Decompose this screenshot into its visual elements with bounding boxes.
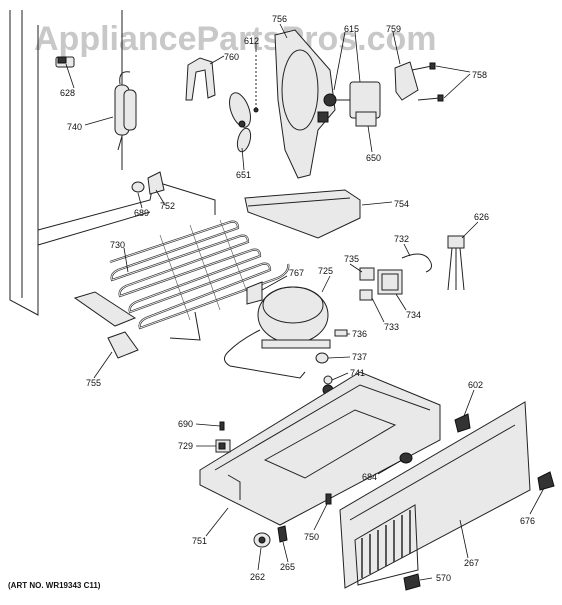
part-690-screw[interactable]	[219, 421, 225, 431]
part-755-pan[interactable]	[73, 291, 139, 359]
callout-570: 570	[436, 573, 451, 583]
art-number: (ART NO. WR19343 C11)	[8, 581, 101, 590]
callout-741: 741	[350, 368, 365, 378]
callout-615: 615	[344, 24, 359, 34]
part-676-screw[interactable]	[537, 471, 555, 491]
part-689-grommet[interactable]	[131, 181, 145, 193]
callout-690: 690	[178, 419, 193, 429]
part-750-screw[interactable]	[325, 493, 332, 505]
part-759-bracket[interactable]	[394, 61, 419, 101]
part-751-base[interactable]	[199, 371, 441, 526]
part-732-wire[interactable]	[401, 253, 432, 273]
part-740-drier[interactable]	[114, 71, 137, 151]
watermark-text: AppliancePartsPros.com	[34, 20, 436, 58]
callout-262: 262	[250, 572, 265, 582]
callout-676: 676	[520, 516, 535, 526]
part-737-grommet[interactable]	[315, 352, 329, 364]
part-725-compressor[interactable]	[224, 286, 331, 379]
part-733-cover[interactable]	[359, 289, 373, 301]
part-628-clip[interactable]	[55, 56, 75, 68]
part-736-clip[interactable]	[334, 329, 348, 337]
part-752-bracket[interactable]	[147, 171, 165, 195]
part-267-access-cover[interactable]	[339, 401, 531, 589]
part-650-fan-motor[interactable]	[323, 81, 381, 127]
part-735-overload[interactable]	[359, 267, 375, 281]
part-262-roller[interactable]	[253, 532, 271, 548]
leader-lines	[65, 23, 545, 581]
callout-612: 612	[244, 36, 259, 46]
callout-265: 265	[280, 562, 295, 572]
part-570-screw[interactable]	[403, 573, 421, 591]
callout-730: 730	[110, 240, 125, 250]
callout-650: 650	[366, 153, 381, 163]
callout-732: 732	[394, 234, 409, 244]
part-760-bracket[interactable]	[185, 57, 216, 101]
callout-750: 750	[304, 532, 319, 542]
callout-626: 626	[474, 212, 489, 222]
callout-684: 684	[362, 472, 377, 482]
callout-736: 736	[352, 329, 367, 339]
part-626-harness[interactable]	[447, 235, 465, 291]
callout-752: 752	[160, 201, 175, 211]
callout-754: 754	[394, 199, 409, 209]
callout-651: 651	[236, 170, 251, 180]
callout-756: 756	[272, 14, 287, 24]
part-730-condenser[interactable]	[109, 219, 290, 341]
callout-767: 767	[289, 268, 304, 278]
part-754-channel[interactable]	[244, 189, 361, 239]
callout-759: 759	[386, 24, 401, 34]
callout-628: 628	[60, 88, 75, 98]
callout-735: 735	[344, 254, 359, 264]
part-756-shroud[interactable]	[274, 29, 336, 179]
part-684-grommet[interactable]	[399, 452, 413, 464]
callout-755: 755	[86, 378, 101, 388]
callout-602: 602	[468, 380, 483, 390]
callout-734: 734	[406, 310, 421, 320]
callout-729: 729	[178, 441, 193, 451]
part-602-screw[interactable]	[454, 413, 471, 433]
callout-725: 725	[318, 266, 333, 276]
callout-267: 267	[464, 558, 479, 568]
callout-689: 689	[134, 208, 149, 218]
callout-760: 760	[224, 52, 239, 62]
part-758-screws[interactable]	[411, 62, 444, 102]
callout-758: 758	[472, 70, 487, 80]
part-612-screw[interactable]	[253, 55, 259, 113]
callout-labels: 628 740 760 651 612 756 615 759 758 650 …	[60, 14, 535, 583]
callout-737: 737	[352, 352, 367, 362]
callout-751: 751	[192, 536, 207, 546]
part-651-fan-blade[interactable]	[225, 90, 254, 153]
part-767-bracket[interactable]	[246, 281, 263, 305]
part-729-clip[interactable]	[215, 439, 231, 453]
part-734-relay[interactable]	[377, 269, 403, 295]
callout-740: 740	[67, 122, 82, 132]
callout-733: 733	[384, 322, 399, 332]
part-265-screw[interactable]	[277, 525, 288, 543]
